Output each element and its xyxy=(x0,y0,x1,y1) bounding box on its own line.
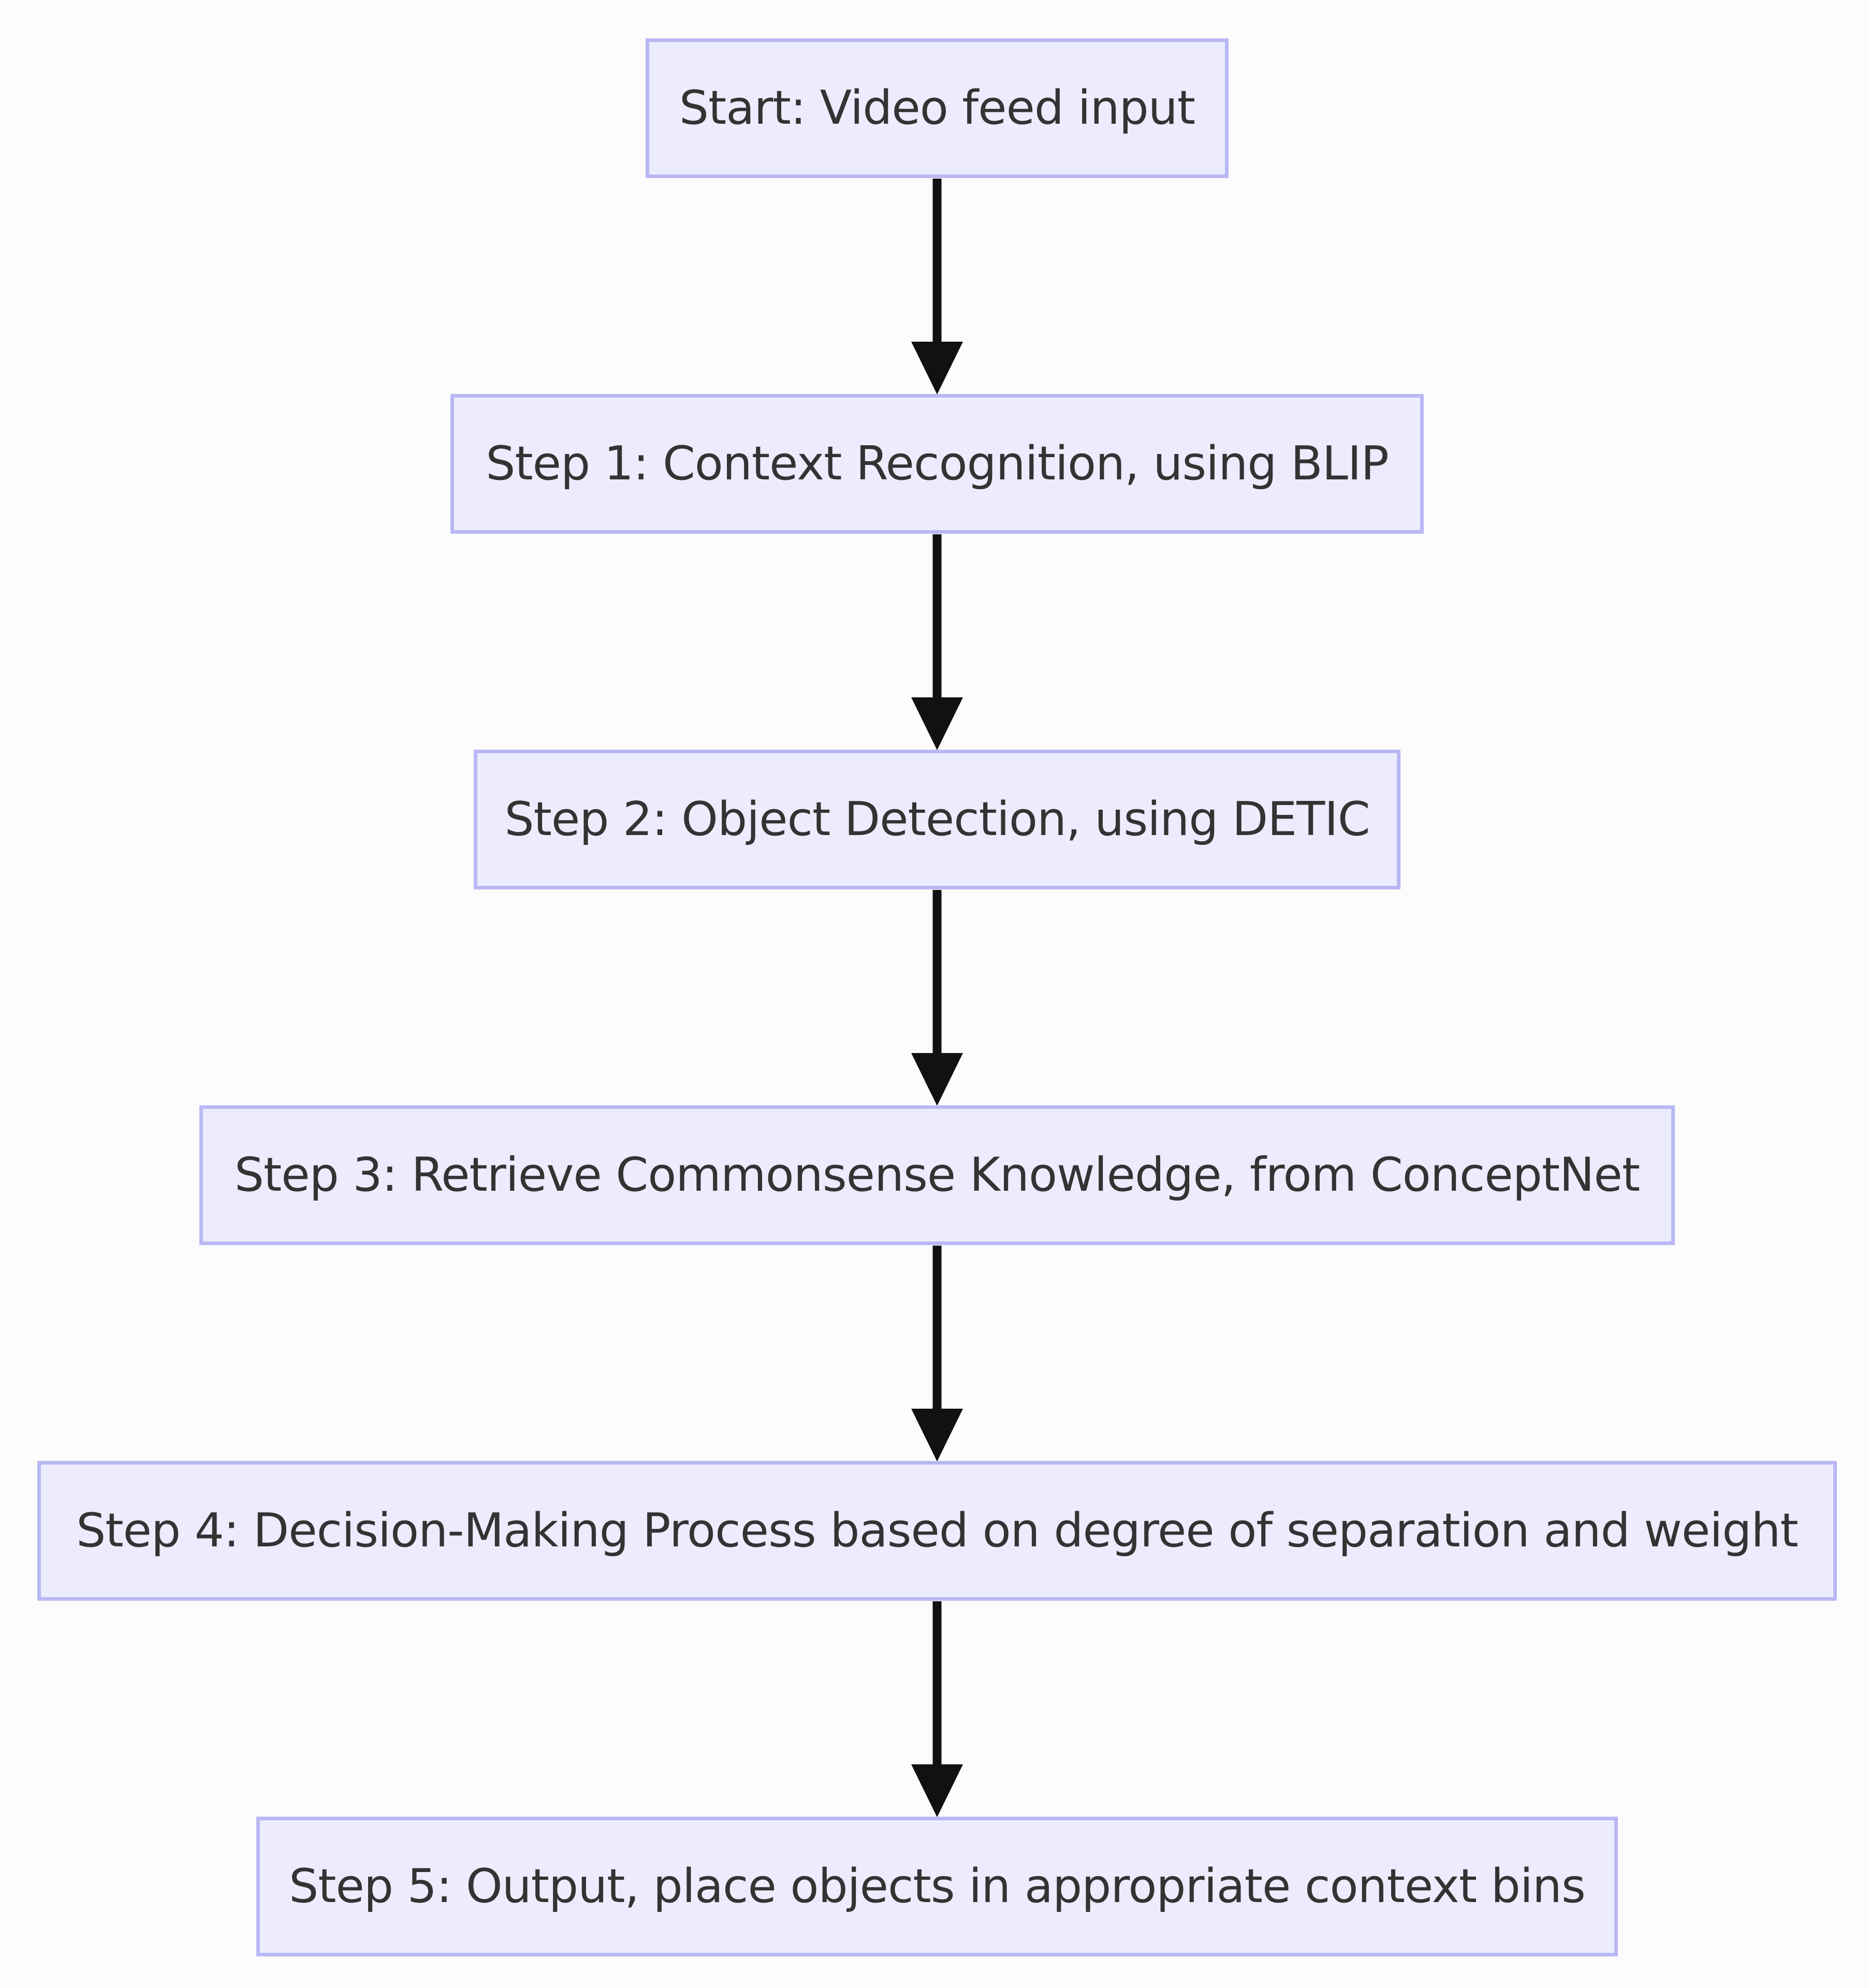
node-step2-object-detection: Step 2: Object Detection, using DETIC xyxy=(474,750,1400,889)
arrowhead-icon xyxy=(911,697,963,750)
node-step3-commonsense-knowledge: Step 3: Retrieve Commonsense Knowledge, … xyxy=(199,1105,1675,1245)
node-step5-label: Step 5: Output, place objects in appropr… xyxy=(289,1859,1586,1913)
arrowhead-icon xyxy=(911,1053,963,1106)
node-step4-label: Step 4: Decision-Making Process based on… xyxy=(76,1503,1798,1558)
node-start-label: Start: Video feed input xyxy=(679,81,1195,135)
arrowhead-icon xyxy=(911,1764,963,1817)
node-step3-label: Step 3: Retrieve Commonsense Knowledge, … xyxy=(234,1148,1640,1202)
arrowhead-icon xyxy=(911,1409,963,1461)
arrowhead-icon xyxy=(911,342,963,394)
edge-start-to-step1 xyxy=(911,179,963,394)
node-step1-label: Step 1: Context Recognition, using BLIP xyxy=(486,436,1389,491)
edge-step3-to-step4 xyxy=(911,1246,963,1461)
node-step2-label: Step 2: Object Detection, using DETIC xyxy=(504,792,1370,846)
edge-step2-to-step3 xyxy=(911,890,963,1106)
node-step4-decision-making: Step 4: Decision-Making Process based on… xyxy=(37,1461,1837,1601)
node-step5-output: Step 5: Output, place objects in appropr… xyxy=(256,1817,1618,1956)
node-start: Start: Video feed input xyxy=(646,38,1229,178)
edge-step4-to-step5 xyxy=(911,1601,963,1817)
node-step1-context-recognition: Step 1: Context Recognition, using BLIP xyxy=(450,394,1424,534)
edge-step1-to-step2 xyxy=(911,534,963,750)
